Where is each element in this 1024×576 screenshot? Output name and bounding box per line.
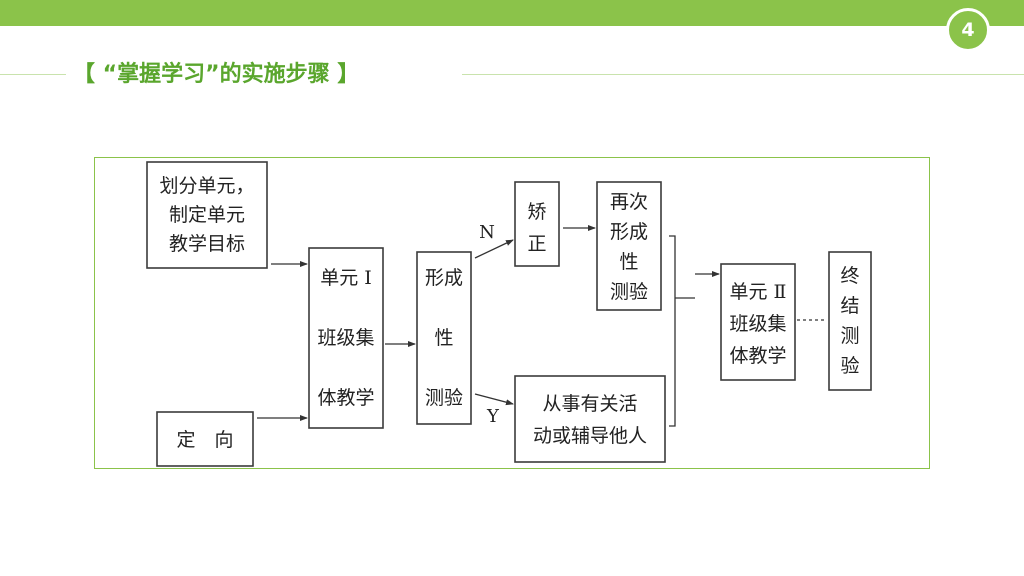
box-correction: 矫 正 xyxy=(514,181,560,267)
arrow-formative-to-activities xyxy=(474,393,514,406)
slide-title: 【 “掌握学习”的实施步骤 】 xyxy=(73,62,360,87)
box-retest-line-1: 再次 xyxy=(610,191,648,213)
box-final-line-4: 验 xyxy=(840,355,859,377)
page-number-badge: 4 xyxy=(946,8,990,52)
box-divide-line-1: 划分单元， xyxy=(159,175,254,197)
box-unit-1-teaching: 单元 I 班级集 体教学 xyxy=(308,247,384,429)
box-unit1-line-1: 单元 I xyxy=(320,267,372,289)
box-formative-test: 形成 性 测验 xyxy=(416,251,472,425)
box-retest-line-4: 测验 xyxy=(610,281,648,303)
title-rule-right xyxy=(462,74,1024,75)
branch-label-no: N xyxy=(479,222,495,243)
box-divide-line-2: 制定单元 xyxy=(169,204,245,226)
box-retest: 再次 形成 性 测验 xyxy=(596,181,662,311)
box-retest-line-2: 形成 xyxy=(610,221,648,243)
arrow-formative-to-correction xyxy=(474,239,514,259)
box-unit-2-teaching: 单元 Ⅱ 班级集 体教学 xyxy=(720,263,796,381)
box-orient-label: 定 向 xyxy=(176,429,233,451)
box-activity-line-2: 动或辅导他人 xyxy=(533,425,647,447)
box-retest-line-3: 性 xyxy=(619,251,638,273)
merge-bracket xyxy=(669,235,676,427)
box-final-line-3: 测 xyxy=(840,325,859,347)
box-unit1-line-3: 体教学 xyxy=(317,387,374,409)
box-correct-line-2: 正 xyxy=(527,233,546,255)
box-unit2-line-1: 单元 Ⅱ xyxy=(730,281,787,303)
box-final-test: 终 结 测 验 xyxy=(828,251,872,391)
flowchart: 划分单元， 制定单元 教学目标 定 向 单元 I 班级集 体教学 形成 性 测验… xyxy=(146,161,872,467)
box-unit2-line-3: 体教学 xyxy=(729,345,786,367)
flowchart-frame: 划分单元， 制定单元 教学目标 定 向 单元 I 班级集 体教学 形成 性 测验… xyxy=(94,157,930,469)
box-orientation: 定 向 xyxy=(156,411,254,467)
box-formative-line-1: 形成 xyxy=(425,267,463,289)
box-formative-line-2: 性 xyxy=(434,327,453,349)
top-accent-bar xyxy=(0,0,1024,26)
box-unit2-line-2: 班级集 xyxy=(729,313,786,335)
box-final-line-2: 结 xyxy=(840,295,859,317)
box-related-activities: 从事有关活 动或辅导他人 xyxy=(514,375,666,463)
title-rule-left xyxy=(0,74,66,75)
box-unit1-line-2: 班级集 xyxy=(317,327,374,349)
box-divide-line-3: 教学目标 xyxy=(169,233,245,255)
box-activity-line-1: 从事有关活 xyxy=(542,393,637,415)
box-divide-units: 划分单元， 制定单元 教学目标 xyxy=(146,161,268,269)
box-final-line-1: 终 xyxy=(840,265,859,287)
branch-label-yes: Y xyxy=(486,406,500,427)
box-correct-line-1: 矫 xyxy=(527,201,546,223)
box-formative-line-3: 测验 xyxy=(425,387,463,409)
